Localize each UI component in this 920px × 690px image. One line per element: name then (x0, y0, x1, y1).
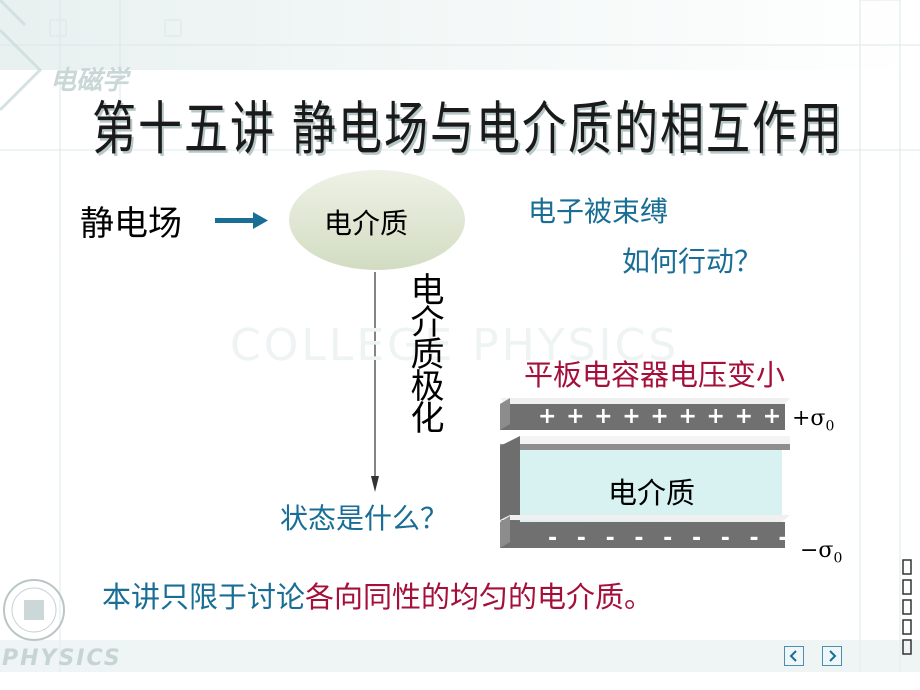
dielectric-ellipse (289, 170, 465, 270)
minus-sigma-subscript: 0 (833, 550, 843, 567)
negative-sigma-label: −σ0 (800, 538, 842, 566)
negative-charges: - - - - - - - - - (548, 526, 794, 551)
question-how-act: 如何行动？ (622, 245, 763, 278)
plus-sigma-subscript: 0 (825, 418, 835, 435)
static-field-label: 静电场 (80, 204, 182, 244)
watermark-college-physics: COLLEGE PHYSICS (230, 320, 680, 371)
polarization-label: 电介质极化 (404, 272, 444, 432)
scope-statement-prefix: 本讲只限于讨论 (102, 580, 306, 614)
question-bound-electrons: 电子被束缚 (528, 195, 669, 228)
minus-sigma: −σ (800, 538, 834, 563)
university-seal-icon (3, 579, 65, 641)
slide-title: 第十五讲 静电场与电介质的相互作用 (92, 96, 844, 163)
plus-sigma: +σ (792, 406, 826, 431)
capacitor-caption: 平板电容器电压变小 (524, 358, 786, 392)
scope-statement-emphasis: 各向同性的均匀的电介质。 (305, 580, 654, 614)
nav-prev-icon (789, 650, 797, 662)
ellipse-label: 电介质 (324, 207, 409, 240)
capacitor-dielectric-label: 电介质 (608, 476, 696, 510)
positive-sigma-label: +σ0 (792, 406, 834, 434)
watermark-physics: PHYSICS (2, 646, 122, 671)
positive-charges: + + + + + + + + + + (538, 404, 811, 429)
prev-slide-button[interactable] (784, 646, 804, 666)
next-slide-button[interactable] (822, 646, 842, 666)
scope-statement: 本讲只限于讨论各向同性的均匀的电介质。 (102, 574, 653, 616)
state-question: 状态是什么？ (280, 502, 449, 535)
watermark-subject: 电磁学 (50, 66, 129, 96)
nav-next-icon (829, 650, 837, 662)
